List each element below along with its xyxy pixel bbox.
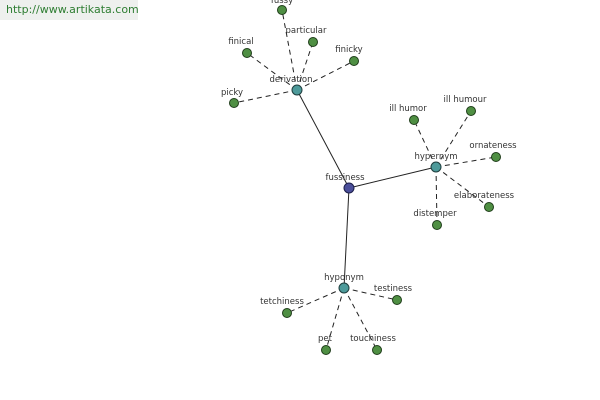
edge-derivation-finicky	[296, 60, 355, 91]
label-hypernym[interactable]: hypernym	[414, 152, 457, 162]
edge-center-hyponym	[343, 187, 350, 289]
edge-hypernym-ornateness	[435, 156, 497, 168]
label-picky[interactable]: picky	[221, 88, 243, 98]
label-pet[interactable]: pet	[318, 334, 333, 344]
node-pet[interactable]	[321, 345, 331, 355]
node-derivation[interactable]	[291, 84, 303, 96]
edge-hyponym-tetchiness	[286, 287, 345, 314]
node-ornateness[interactable]	[491, 152, 501, 162]
label-ornateness[interactable]: ornateness	[469, 141, 517, 151]
edge-hypernym-elaborateness	[435, 166, 490, 208]
label-testiness[interactable]: testiness	[374, 284, 413, 294]
node-fussy[interactable]	[277, 5, 287, 15]
node-picky[interactable]	[229, 98, 239, 108]
node-tetchiness[interactable]	[282, 308, 292, 318]
label-ill-humor[interactable]: ill humor	[389, 104, 427, 114]
edge-center-derivation	[296, 89, 350, 189]
node-ill-humour[interactable]	[466, 106, 476, 116]
node-finical[interactable]	[242, 48, 252, 58]
node-testiness[interactable]	[392, 295, 402, 305]
edge-center-hypernym	[348, 166, 437, 189]
label-hyponym[interactable]: hyponym	[324, 273, 364, 283]
edge-derivation-finical	[246, 52, 298, 91]
edge-hypernym-distemper	[435, 166, 438, 226]
node-particular[interactable]	[308, 37, 318, 47]
edge-hyponym-testiness	[343, 287, 398, 301]
label-ill-humour[interactable]: ill humour	[444, 95, 487, 105]
edge-derivation-picky	[233, 89, 298, 104]
label-particular[interactable]: particular	[286, 26, 327, 36]
node-finicky[interactable]	[349, 56, 359, 66]
node-hyponym[interactable]	[338, 282, 350, 294]
node-hypernym[interactable]	[430, 161, 442, 173]
label-derivation[interactable]: derivation	[269, 75, 312, 85]
label-distemper[interactable]: distemper	[413, 209, 457, 219]
label-finical[interactable]: finical	[228, 37, 253, 47]
source-url[interactable]: http://www.artikata.com	[0, 0, 139, 20]
label-tetchiness[interactable]: tetchiness	[260, 297, 304, 307]
edge-hyponym-pet	[325, 287, 345, 351]
label-center[interactable]: fussiness	[325, 173, 365, 183]
label-fussy[interactable]: fussy	[271, 0, 293, 6]
node-ill-humor[interactable]	[409, 115, 419, 125]
node-distemper[interactable]	[432, 220, 442, 230]
node-touchiness[interactable]	[372, 345, 382, 355]
node-elaborateness[interactable]	[484, 202, 494, 212]
label-touchiness[interactable]: touchiness	[350, 334, 396, 344]
label-finicky[interactable]: finicky	[335, 45, 362, 55]
edge-hyponym-touchiness	[343, 287, 378, 351]
node-fussiness[interactable]	[343, 182, 355, 194]
edge-derivation-fussy	[281, 9, 298, 91]
edge-hypernym-ill-humour	[435, 110, 472, 168]
label-elaborateness[interactable]: elaborateness	[454, 191, 515, 201]
